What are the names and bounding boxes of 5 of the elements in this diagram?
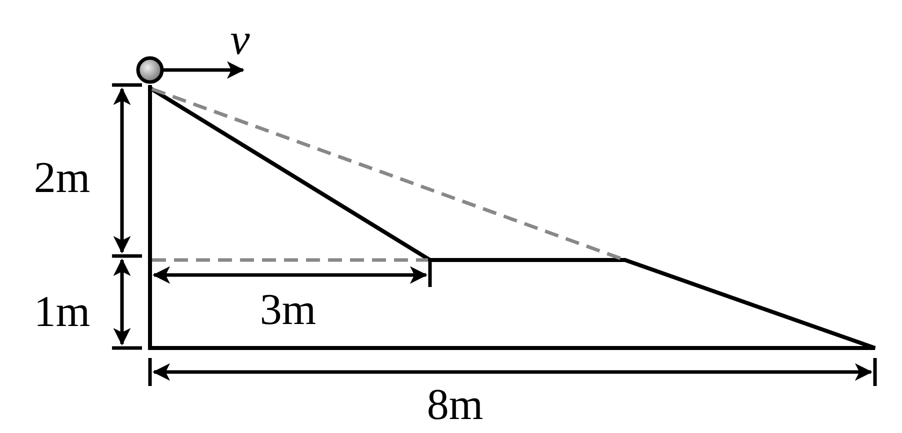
dimension-label: 2m (34, 156, 90, 200)
dimension-label: 1m (34, 290, 90, 334)
dimension-label: 3m (260, 288, 316, 332)
velocity-label: v (230, 18, 250, 62)
dimension-label: 8m (426, 383, 484, 427)
